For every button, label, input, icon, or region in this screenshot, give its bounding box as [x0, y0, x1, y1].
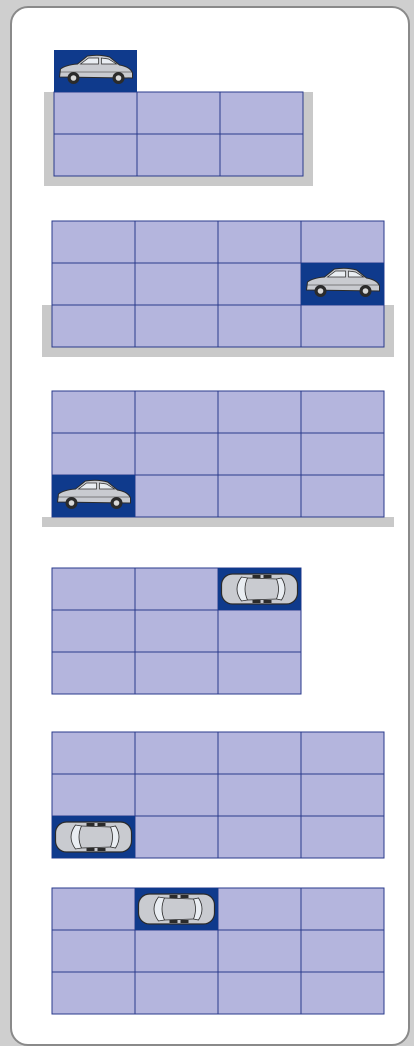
grid-cell: [52, 930, 135, 972]
grid-cell: [54, 92, 137, 134]
grid-cell: [218, 391, 301, 433]
grid-cell: [301, 221, 384, 263]
grid-cell: [135, 652, 218, 694]
diagram-svg: [32, 383, 392, 528]
grid-cell: [52, 774, 135, 816]
grid-cell: [218, 972, 301, 1014]
grid-cell: [218, 774, 301, 816]
grid-cell: [52, 610, 135, 652]
parking-diagram-3: [32, 383, 392, 528]
grid-cell: [135, 610, 218, 652]
grid-cell: [135, 816, 218, 858]
car-top-icon: [56, 822, 132, 852]
grid-cell: [135, 305, 218, 347]
car-top-icon: [222, 574, 298, 604]
grid-cell: [135, 568, 218, 610]
grid-cell: [137, 134, 220, 176]
grid-cell: [218, 610, 301, 652]
grid-cell: [135, 433, 218, 475]
grid-cell: [52, 221, 135, 263]
parking-diagram-5: [42, 724, 387, 859]
grid-cell: [52, 972, 135, 1014]
grid-cell: [301, 475, 384, 517]
grid-cell: [301, 391, 384, 433]
grid-cell: [135, 391, 218, 433]
car-top-icon: [139, 894, 215, 924]
grid-cell: [135, 774, 218, 816]
grid-cell: [52, 391, 135, 433]
diagram-svg: [32, 213, 392, 358]
grid-cell: [52, 305, 135, 347]
grid-cell: [301, 433, 384, 475]
grid-cell: [301, 930, 384, 972]
parking-diagram-6: [42, 880, 387, 1015]
grid-cell: [301, 774, 384, 816]
grid-cell: [220, 134, 303, 176]
grid-cell: [301, 305, 384, 347]
grid-cell: [218, 816, 301, 858]
grid-cell: [135, 732, 218, 774]
grid-cell: [218, 263, 301, 305]
grid-cell: [218, 475, 301, 517]
grid-cell: [54, 134, 137, 176]
parking-diagram-2: [32, 213, 392, 358]
grid-cell: [135, 972, 218, 1014]
diagram-svg: [42, 724, 387, 859]
grid-cell: [218, 305, 301, 347]
grid-cell: [135, 930, 218, 972]
grid-cell: [218, 433, 301, 475]
grid-cell: [52, 652, 135, 694]
grid-cell: [218, 652, 301, 694]
grid-cell: [301, 888, 384, 930]
grid-cell: [218, 732, 301, 774]
grid-cell: [218, 221, 301, 263]
grid-cell: [220, 92, 303, 134]
grid-cell: [135, 475, 218, 517]
parking-diagram-1: [42, 42, 317, 192]
grid-cell: [218, 930, 301, 972]
parking-diagram-4: [42, 560, 302, 695]
grid-cell: [135, 263, 218, 305]
diagram-svg: [42, 560, 302, 695]
diagram-svg: [42, 42, 317, 192]
diagram-svg: [42, 880, 387, 1015]
grid-cell: [52, 263, 135, 305]
grid-cell: [137, 92, 220, 134]
grid-cell: [301, 972, 384, 1014]
grid-cell: [52, 888, 135, 930]
floor: [42, 517, 394, 527]
grid-cell: [52, 433, 135, 475]
diagram-card: [10, 6, 410, 1046]
grid-cell: [218, 888, 301, 930]
grid-cell: [135, 221, 218, 263]
grid-cell: [52, 568, 135, 610]
grid-cell: [52, 732, 135, 774]
grid-cell: [301, 816, 384, 858]
grid-cell: [301, 732, 384, 774]
